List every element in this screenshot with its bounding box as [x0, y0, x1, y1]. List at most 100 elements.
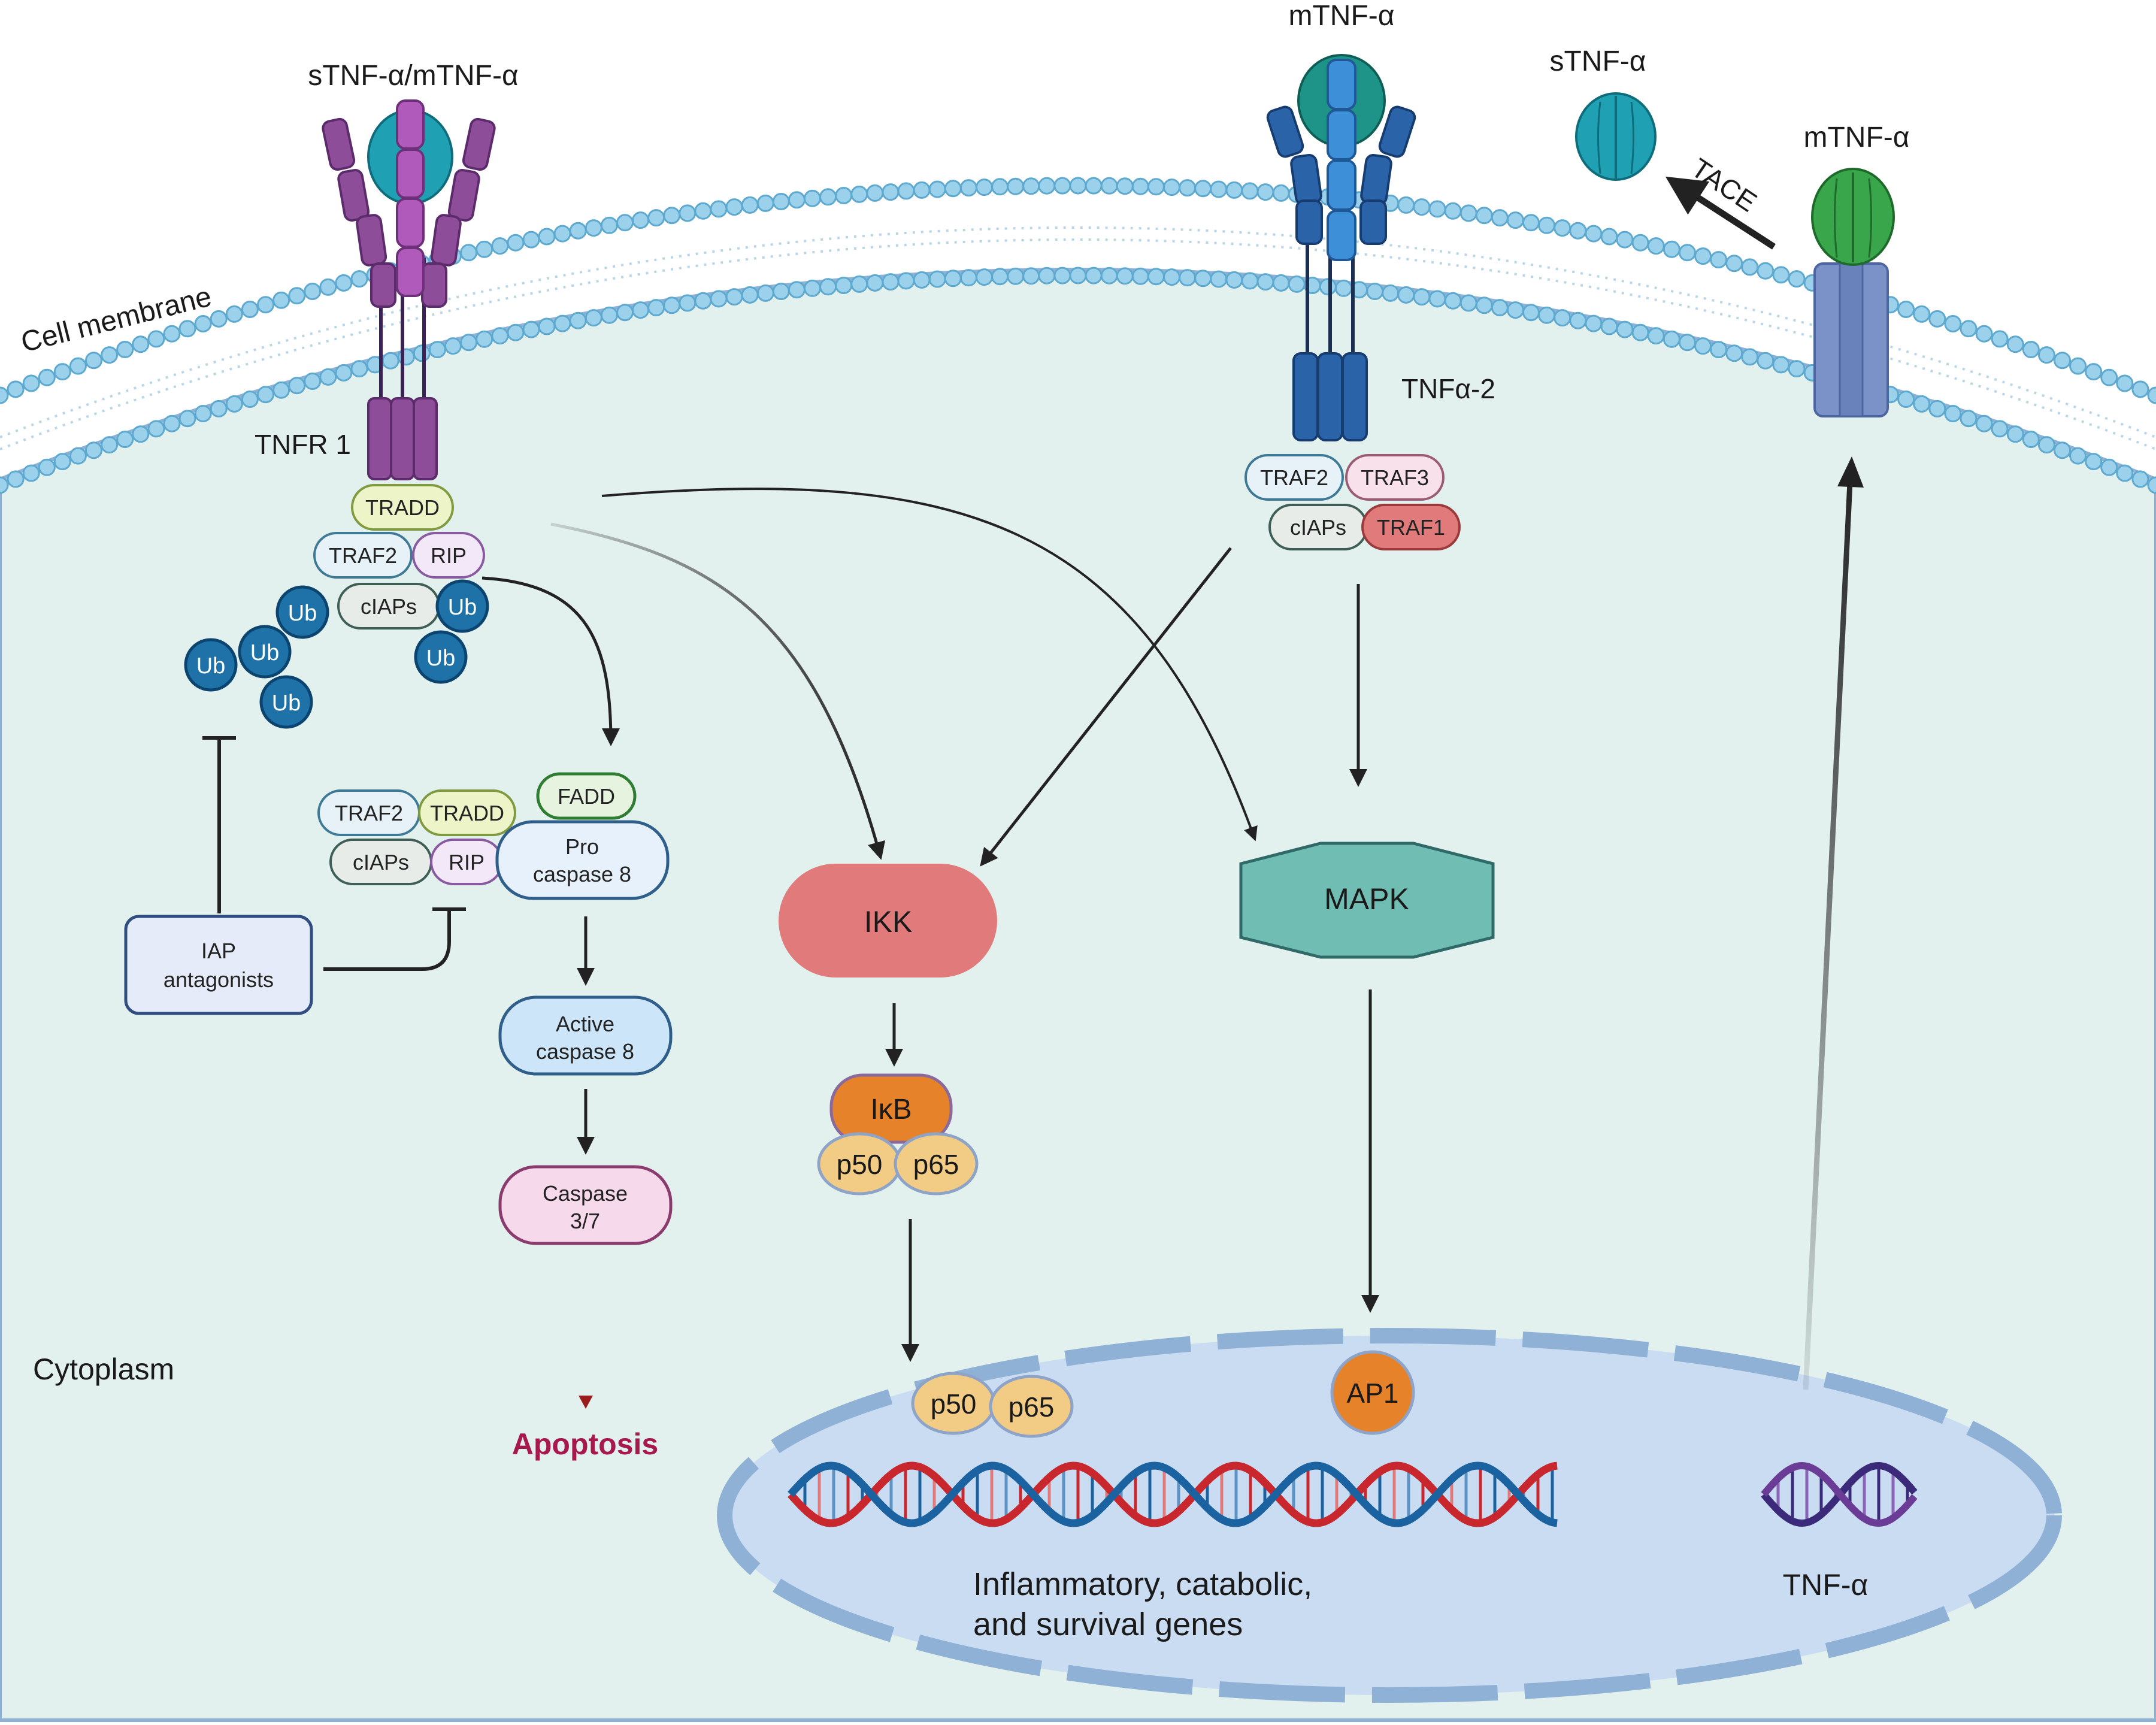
lipid-head	[1569, 222, 1587, 240]
traf2-label: TRAF2	[1260, 465, 1328, 490]
lipid-head	[147, 420, 165, 438]
rip-label: RIP	[449, 850, 485, 874]
lipid-head	[1459, 204, 1477, 222]
lipid-head	[882, 183, 900, 201]
lipid-head	[959, 179, 977, 197]
lipid-head	[553, 225, 571, 243]
lipid-head	[1116, 267, 1134, 285]
active-label-2: caspase 8	[536, 1039, 634, 1064]
lipid-head	[788, 191, 806, 209]
lipid-head	[132, 335, 150, 353]
lipid-head	[1085, 267, 1103, 285]
apoptosis-label: Apoptosis	[512, 1427, 658, 1461]
tradd-label: TRADD	[365, 495, 440, 520]
lipid-head	[257, 386, 274, 404]
lipid-head	[2085, 453, 2103, 471]
lipid-head	[2006, 335, 2024, 353]
lipid-head	[897, 272, 915, 290]
caspase-label-1: Caspase	[543, 1181, 628, 1206]
complex-i: TRADD TRAF2 RIP cIAPs	[313, 484, 485, 630]
lipid-head	[569, 222, 587, 240]
arrow-tnf-gene-to-membrane	[1803, 470, 1854, 1390]
nfkb-complex-nucleus: p50 p65	[911, 1372, 1074, 1438]
iap-label-2: antagonists	[163, 967, 274, 992]
lipid-head	[1272, 274, 1290, 292]
lipid-head	[710, 200, 728, 218]
lipid-head	[1022, 267, 1040, 285]
lipid-head	[1585, 225, 1603, 243]
ub-label: Ub	[426, 646, 456, 671]
lipid-head	[913, 271, 931, 289]
inhibit-iap-to-ub	[202, 736, 236, 913]
tnfr1-receptor	[322, 99, 496, 480]
lipid-head	[1913, 395, 1931, 413]
lipid-head	[1210, 180, 1228, 198]
lipid-head	[2037, 436, 2055, 454]
lipid-head	[1319, 278, 1337, 296]
lipid-head	[694, 202, 712, 220]
lipid-head	[1428, 290, 1446, 308]
p50-label: p50	[931, 1388, 977, 1420]
tace-label: TACE	[1686, 152, 1763, 218]
lipid-head	[178, 410, 196, 428]
lipid-head	[1538, 306, 1556, 324]
lipid-head	[1725, 255, 1743, 273]
ligand-mid-label: mTNF-α	[1288, 0, 1394, 32]
lipid-head	[1225, 271, 1243, 289]
ciaps-label: cIAPs	[353, 850, 409, 874]
lipid-head	[804, 279, 821, 297]
genes-label-line1: Inflammatory, catabolic,	[973, 1566, 1312, 1602]
complex-iii: TRAF2 TRAF3 cIAPs TRAF1	[1244, 454, 1461, 550]
lipid-head	[1194, 180, 1212, 198]
lipid-head	[116, 341, 134, 358]
lipid-head	[788, 281, 806, 299]
tradd-label: TRADD	[430, 801, 504, 825]
lipid-head	[663, 207, 681, 225]
lipid-head	[1647, 237, 1665, 255]
lipid-head	[835, 277, 853, 294]
lipid-head	[1147, 268, 1165, 286]
lipid-head	[1007, 177, 1025, 195]
lipid-head	[319, 278, 337, 296]
lipid-head	[1788, 270, 1806, 288]
lipid-head	[772, 283, 790, 300]
lipid-head	[1991, 420, 2009, 438]
lipid-head	[1741, 258, 1759, 276]
lipid-head	[1163, 178, 1180, 196]
lipid-head	[163, 414, 181, 432]
lipid-head	[756, 194, 774, 212]
ligand-left-label: sTNF-α/mTNF-α	[308, 60, 518, 92]
lipid-head	[663, 296, 681, 314]
lipid-head	[178, 320, 196, 338]
ap1-node: AP1	[1330, 1350, 1415, 1435]
lipid-head	[1928, 400, 1946, 417]
lipid-head	[1506, 211, 1524, 229]
lipid-head	[1897, 391, 1915, 408]
lipid-head	[756, 284, 774, 302]
lipid-head	[1366, 283, 1384, 300]
p65-label: p65	[1009, 1391, 1055, 1423]
lipid-head	[1444, 292, 1462, 310]
lipid-head	[2069, 357, 2087, 375]
lipid-head	[632, 211, 650, 229]
arrow-tnfr2-to-ikk	[980, 547, 1232, 867]
active-label-1: Active	[556, 1012, 614, 1036]
lipid-head	[491, 237, 509, 255]
lipid-head	[1663, 240, 1680, 258]
lipid-head	[1616, 231, 1634, 249]
mtnf-alpha-membrane	[1811, 168, 1895, 417]
lipid-head	[694, 292, 712, 310]
pro-caspase-label-1: Pro	[565, 834, 599, 859]
complex-ii: TRAF2 TRADD FADD cIAPs RIP Pro caspase 8	[317, 772, 670, 900]
ub-label: Ub	[288, 601, 317, 626]
lipid-head	[1397, 196, 1415, 214]
lipid-head	[522, 231, 540, 249]
lipid-head	[538, 317, 556, 335]
lipid-head	[1256, 183, 1274, 201]
lipid-head	[7, 380, 25, 398]
caspase-label-2: 3/7	[570, 1209, 600, 1233]
lipid-head	[288, 377, 306, 395]
lipid-head	[944, 180, 962, 198]
lipid-head	[1694, 337, 1712, 355]
